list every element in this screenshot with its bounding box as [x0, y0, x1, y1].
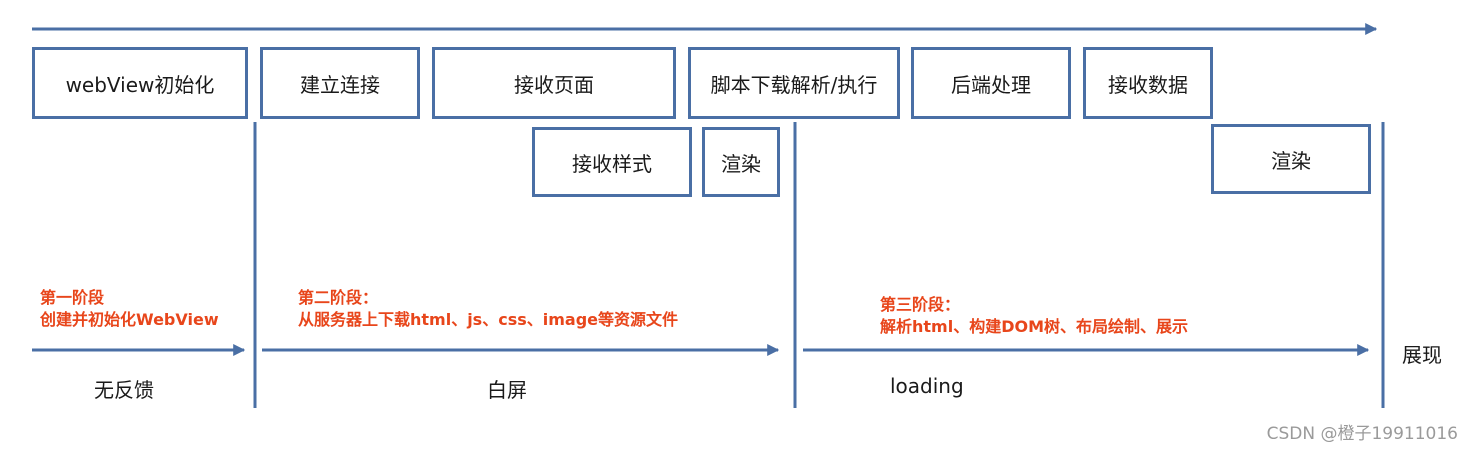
phase-two-text: 第二阶段： 从服务器上下载html、js、css、image等资源文件 [298, 287, 678, 331]
phase-one-title: 第一阶段 [40, 288, 105, 307]
watermark: CSDN @橙子19911016 [1266, 424, 1458, 444]
phase-one-text: 第一阶段 创建并初始化WebView [40, 287, 219, 331]
box-connect: 建立连接 [260, 47, 420, 119]
box-render-1: 渲染 [702, 127, 780, 197]
box-receive-style: 接收样式 [532, 127, 692, 197]
box-render-2: 渲染 [1211, 124, 1371, 194]
state-loading: loading [890, 374, 964, 398]
phase-three-text: 第三阶段： 解析html、构建DOM树、布局绘制、展示 [880, 294, 1188, 338]
box-script: 脚本下载解析/执行 [688, 47, 900, 119]
phase-three-desc: 解析html、构建DOM树、布局绘制、展示 [880, 317, 1189, 336]
phase-three-title: 第三阶段： [880, 295, 961, 314]
state-display: 展现 [1402, 343, 1442, 367]
state-no-feedback: 无反馈 [94, 378, 154, 402]
box-backend: 后端处理 [911, 47, 1071, 119]
phase-one-desc: 创建并初始化WebView [40, 310, 219, 329]
phase-two-title: 第二阶段： [298, 288, 379, 307]
box-webview-init: webView初始化 [32, 47, 248, 119]
state-white-screen: 白屏 [487, 378, 527, 402]
box-receive-data: 接收数据 [1083, 47, 1213, 119]
phase-two-desc: 从服务器上下载html、js、css、image等资源文件 [298, 310, 678, 329]
box-receive-page: 接收页面 [432, 47, 676, 119]
